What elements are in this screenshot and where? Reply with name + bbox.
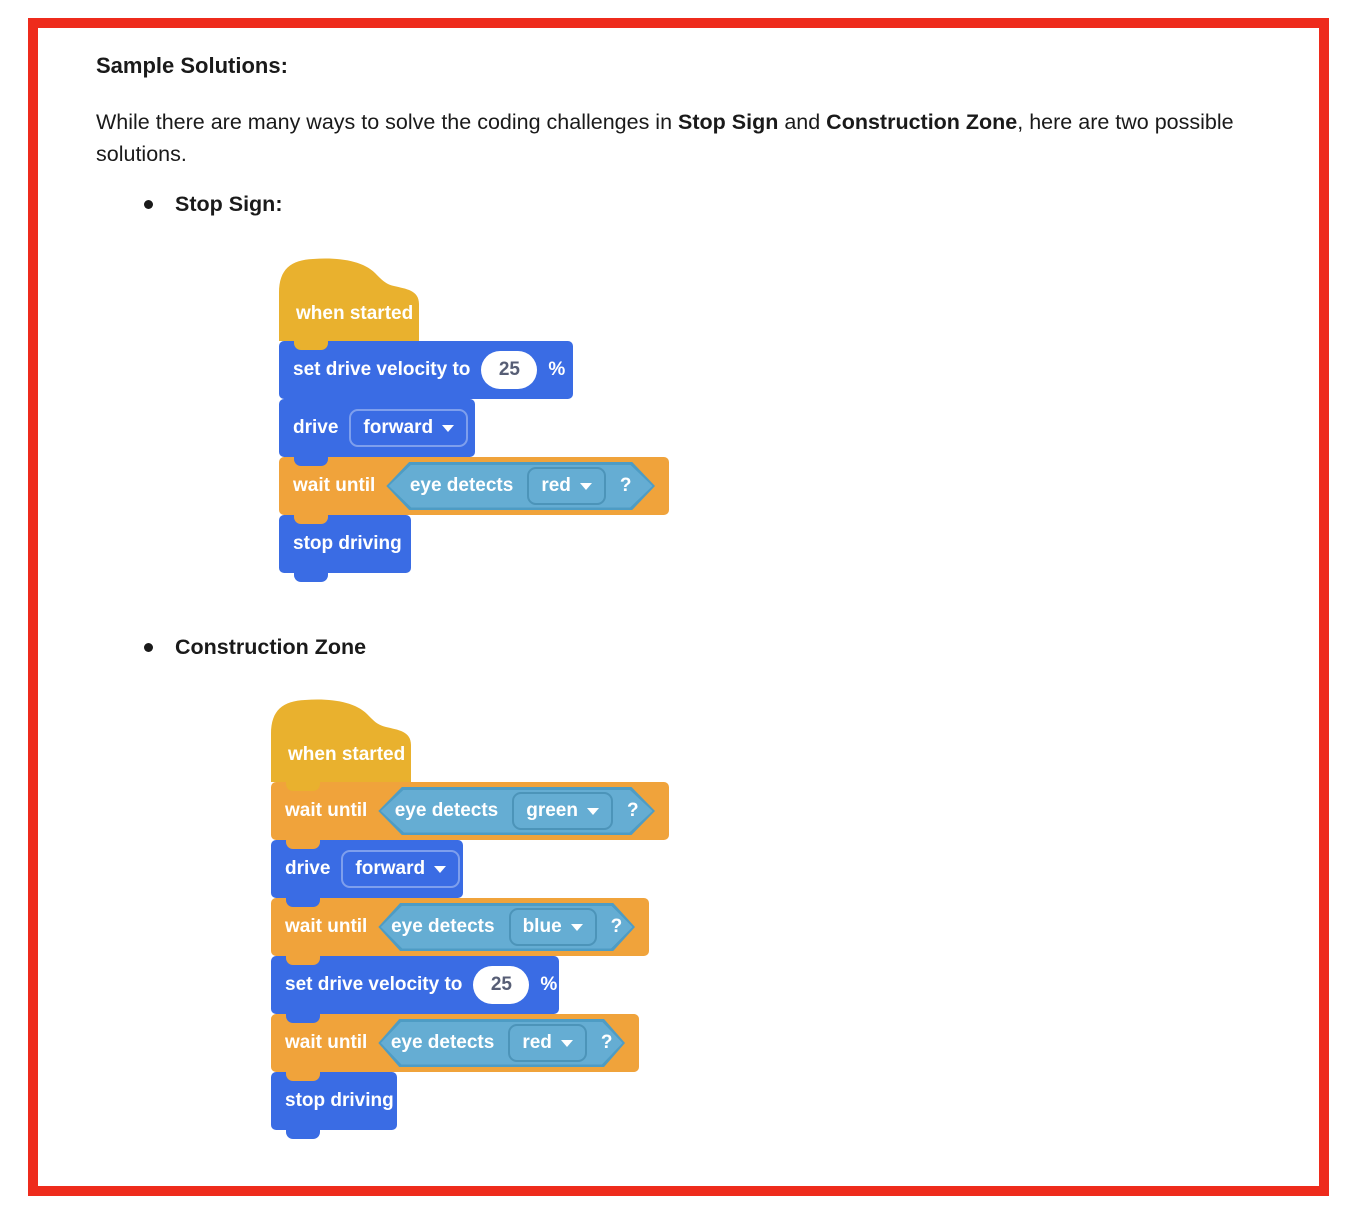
construction-zone-heading: Construction Zone — [175, 635, 367, 659]
block-label: set drive velocity to — [285, 974, 463, 995]
stop-sign-heading: Stop Sign: — [175, 192, 283, 216]
detect-color-dropdown[interactable]: green — [512, 792, 613, 830]
block-wait-until[interactable]: wait until eye detects red — [279, 457, 669, 524]
red-border-frame: Sample Solutions: While there are many w… — [28, 18, 1329, 1196]
page-title: Sample Solutions: — [96, 53, 288, 78]
dropdown-value: forward — [355, 858, 426, 879]
hat-block-shape — [279, 258, 419, 341]
percent-label: % — [548, 359, 566, 380]
eye-detects-condition[interactable]: eye detects blue ? — [378, 903, 635, 951]
block-label: set drive velocity to — [293, 359, 471, 380]
block-label: drive — [293, 417, 339, 438]
construction-zone-block-stack: when started wait until eye detects — [271, 698, 1261, 1139]
eye-detects-condition[interactable]: eye detects green ? — [378, 787, 655, 835]
eye-detects-condition[interactable]: eye detects red ? — [378, 1019, 625, 1067]
intro-text-3: , here are two possible solutions. — [96, 110, 1234, 166]
sensor-label: eye detects — [409, 475, 514, 496]
block-label: wait until — [285, 1032, 368, 1053]
block-when-started[interactable]: when started — [279, 257, 419, 350]
dropdown-value: green — [526, 800, 578, 821]
list-item-construction-zone: Construction Zone when started wait unti… — [142, 635, 1261, 1139]
block-wait-until[interactable]: wait until eye detects green — [271, 782, 669, 849]
chevron-down-icon — [579, 482, 592, 490]
block-wait-until[interactable]: wait until eye detects blue — [271, 898, 649, 965]
dropdown-value: forward — [363, 417, 434, 438]
percent-label: % — [540, 974, 558, 995]
chevron-down-icon — [586, 807, 599, 815]
block-label: stop driving — [285, 1090, 394, 1111]
document-content: Sample Solutions: While there are many w… — [38, 28, 1319, 1139]
dropdown-value: blue — [522, 916, 562, 937]
velocity-value-input[interactable]: 25 — [481, 351, 538, 389]
solutions-list: Stop Sign: when started set drive veloci… — [96, 192, 1261, 1139]
block-label: drive — [285, 858, 331, 879]
drive-direction-dropdown[interactable]: forward — [341, 850, 461, 888]
sensor-label: eye detects — [390, 1032, 495, 1053]
block-drive[interactable]: drive forward — [271, 840, 463, 907]
block-label: when started — [288, 744, 406, 765]
block-label: wait until — [285, 800, 368, 821]
velocity-value-input[interactable]: 25 — [473, 966, 530, 1004]
block-wait-until[interactable]: wait until eye detects red — [271, 1014, 639, 1081]
intro-text-1: While there are many ways to solve the c… — [96, 110, 679, 134]
block-label: wait until — [285, 916, 368, 937]
intro-bold-stop-sign: Stop Sign — [678, 110, 779, 134]
block-label: wait until — [293, 475, 376, 496]
hexagon-fill — [388, 464, 653, 508]
block-label: when started — [296, 303, 414, 324]
question-mark-label: ? — [610, 916, 623, 937]
stop-sign-block-stack: when started set drive velocity to 25 % … — [279, 257, 1261, 582]
block-stop-driving[interactable]: stop driving — [271, 1072, 397, 1139]
block-drive[interactable]: drive forward — [279, 399, 475, 466]
detect-color-dropdown[interactable]: red — [527, 467, 606, 505]
drive-direction-dropdown[interactable]: forward — [349, 409, 469, 447]
eye-detects-condition[interactable]: eye detects red ? — [386, 462, 655, 510]
detect-color-dropdown[interactable]: red — [508, 1024, 587, 1062]
chevron-down-icon — [442, 424, 455, 432]
dropdown-value: red — [541, 475, 571, 496]
condition-content: eye detects blue ? — [378, 903, 635, 951]
dropdown-value: red — [522, 1032, 552, 1053]
condition-content: eye detects red ? — [386, 462, 655, 510]
list-item-stop-sign: Stop Sign: when started set drive veloci… — [142, 192, 1261, 582]
question-mark-label: ? — [600, 1032, 613, 1053]
hat-block-shape — [271, 699, 411, 782]
intro-bold-construction-zone: Construction Zone — [826, 110, 1018, 134]
question-mark-label: ? — [626, 800, 639, 821]
chevron-down-icon — [434, 865, 447, 873]
sensor-label: eye detects — [394, 800, 499, 821]
condition-content: eye detects green ? — [378, 787, 655, 835]
block-set-drive-velocity[interactable]: set drive velocity to 25 % — [271, 956, 559, 1023]
condition-content: eye detects red ? — [378, 1019, 625, 1067]
chevron-down-icon — [560, 1039, 573, 1047]
intro-text-2: and — [778, 110, 827, 134]
block-stop-driving[interactable]: stop driving — [279, 515, 411, 582]
question-mark-label: ? — [619, 475, 632, 496]
detect-color-dropdown[interactable]: blue — [508, 908, 597, 946]
chevron-down-icon — [570, 923, 583, 931]
block-label: stop driving — [293, 533, 402, 554]
sensor-label: eye detects — [391, 916, 495, 937]
block-when-started[interactable]: when started — [271, 698, 411, 791]
intro-paragraph: While there are many ways to solve the c… — [96, 106, 1246, 170]
block-set-drive-velocity[interactable]: set drive velocity to 25 % — [279, 341, 573, 408]
